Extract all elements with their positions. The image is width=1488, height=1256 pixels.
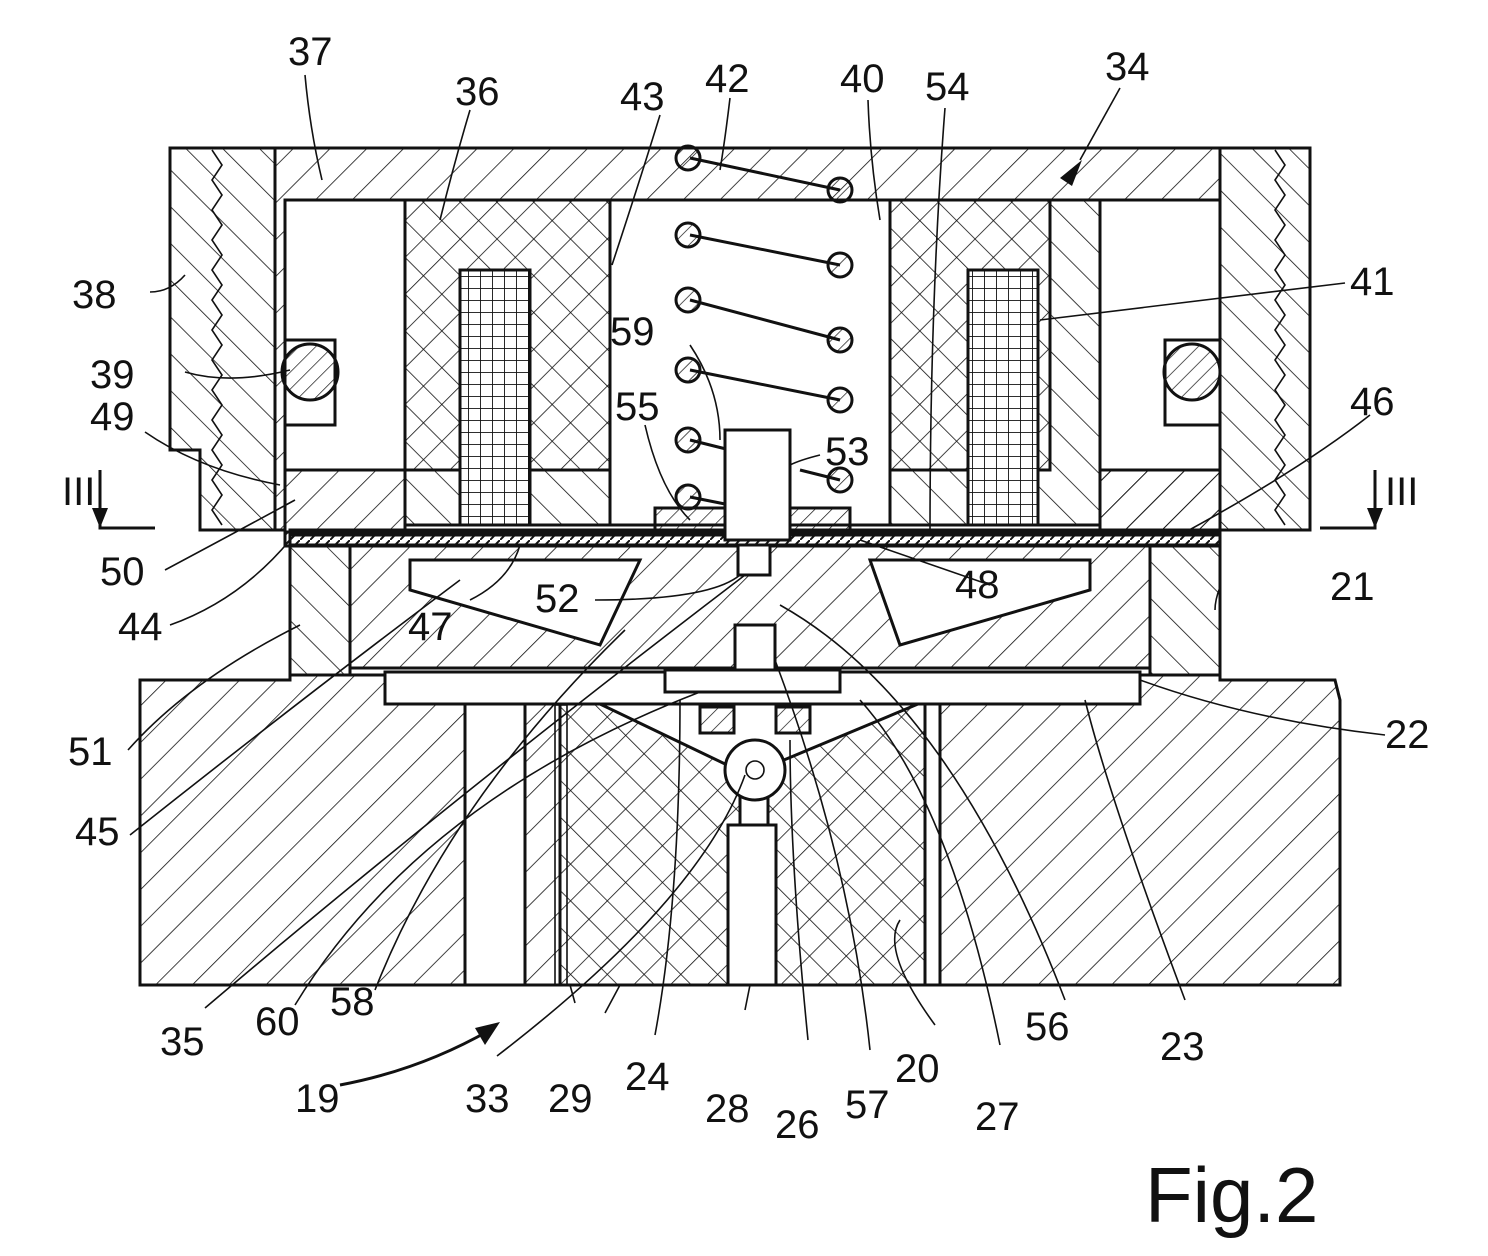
label-35: 35 [160, 1020, 205, 1064]
side-ring-21 [1150, 545, 1220, 675]
plunger [725, 430, 790, 540]
label-42: 42 [705, 57, 750, 101]
label-60: 60 [255, 1000, 300, 1044]
plunger-tip-52 [738, 545, 770, 575]
label-46: 46 [1350, 380, 1395, 424]
label-20: 20 [895, 1047, 940, 1091]
label-21: 21 [1330, 565, 1375, 609]
oring-left [282, 344, 338, 400]
label-44: 44 [118, 605, 163, 649]
valve-plate [665, 670, 840, 692]
label-22: 22 [1385, 713, 1430, 757]
outer-sleeve-right [1220, 148, 1310, 530]
label-24: 24 [625, 1055, 670, 1099]
label-54: 54 [925, 65, 970, 109]
section-marker-right: III [1385, 470, 1418, 514]
ball-valve [725, 740, 785, 800]
label-37: 37 [288, 30, 333, 74]
left-bore [465, 704, 525, 985]
label-34: 34 [1105, 45, 1150, 89]
label-50: 50 [100, 550, 145, 594]
label-19: 19 [295, 1077, 340, 1121]
label-39: 39 [90, 353, 135, 397]
label-40: 40 [840, 57, 885, 101]
label-38: 38 [72, 273, 117, 317]
section-arrow-left [100, 470, 155, 528]
label-26: 26 [775, 1103, 820, 1147]
label-27: 27 [975, 1095, 1020, 1139]
arrow-19-head [475, 1022, 500, 1045]
label-45: 45 [75, 810, 120, 854]
label-41: 41 [1350, 260, 1395, 304]
label-57: 57 [845, 1083, 890, 1127]
label-36: 36 [455, 70, 500, 114]
label-47: 47 [408, 605, 453, 649]
label-29: 29 [548, 1077, 593, 1121]
label-49: 49 [90, 395, 135, 439]
oring-right [1164, 344, 1220, 400]
label-58: 58 [330, 980, 375, 1024]
lower-pin-57 [735, 625, 775, 670]
ball-seat-left [700, 707, 734, 733]
side-ring-51 [290, 545, 350, 675]
label-52: 52 [535, 577, 580, 621]
label-53: 53 [825, 430, 870, 474]
section-arrow-right-head [1367, 508, 1383, 528]
outer-sleeve-left [170, 148, 275, 530]
label-56: 56 [1025, 1005, 1070, 1049]
figure-label: Fig.2 [1145, 1151, 1318, 1239]
section-marker-left: III [62, 470, 95, 514]
label-48: 48 [955, 563, 1000, 607]
coil-right [968, 270, 1038, 525]
label-33: 33 [465, 1077, 510, 1121]
center-channel-lower [728, 825, 776, 985]
label-28: 28 [705, 1087, 750, 1131]
section-arrow-right [1320, 470, 1375, 528]
label-59: 59 [610, 310, 655, 354]
label-23: 23 [1160, 1025, 1205, 1069]
label-51: 51 [68, 730, 113, 774]
coil-left [460, 270, 530, 525]
label-43: 43 [620, 75, 665, 119]
pole-ring-50 [285, 470, 405, 532]
label-55: 55 [615, 385, 660, 429]
